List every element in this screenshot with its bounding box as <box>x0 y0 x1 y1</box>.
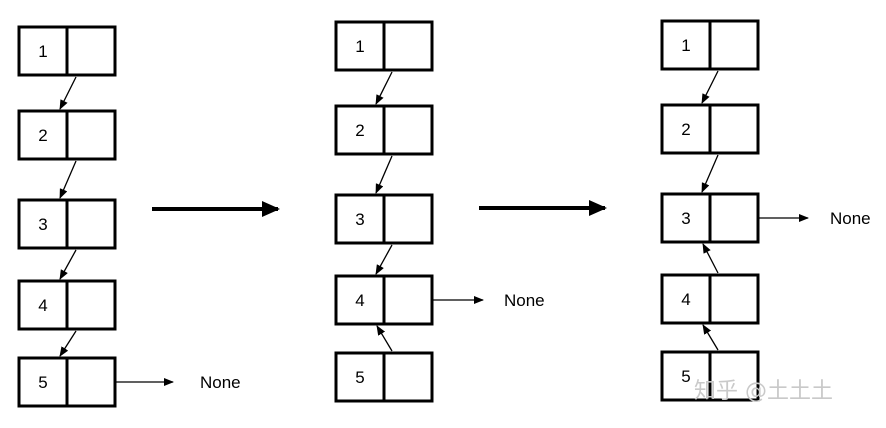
stage1-arrow-1-2 <box>59 76 77 110</box>
stage1-arrow-3-4 <box>59 249 77 280</box>
stage1-node-3: 3 <box>17 198 117 250</box>
stage2-node-3-label: 3 <box>355 210 364 229</box>
stage2-arrow-3-4 <box>375 244 393 275</box>
stage2-node-2-label: 2 <box>355 121 364 140</box>
stage3-node-1-label: 1 <box>681 36 690 55</box>
stage1-node-4: 4 <box>17 279 117 331</box>
stage2-arrow-5-4 <box>376 325 393 352</box>
stage1-node-3-label: 3 <box>38 215 47 234</box>
stage2-node-4-label: 4 <box>355 291 364 310</box>
stage3-none-label: None <box>830 209 871 228</box>
stage3-node-5-label: 5 <box>681 367 690 386</box>
stage2-node-4: 4 <box>334 274 434 326</box>
stage3-node-3-label: 3 <box>681 209 690 228</box>
stage-2: 1 2 3 4 5 None <box>334 20 545 403</box>
stage3-arrow-2-3 <box>701 154 719 193</box>
stage3-node-5: 5 <box>660 350 760 402</box>
stage2-arrow-2-3 <box>375 155 393 194</box>
stage3-node-1: 1 <box>660 19 760 71</box>
stage3-arrow-1-2 <box>701 70 719 104</box>
stage3-node-4: 4 <box>660 273 760 325</box>
stage1-node-1: 1 <box>17 25 117 77</box>
stage1-node-2-label: 2 <box>38 126 47 145</box>
stage-3: 1 2 3 4 5 None <box>660 19 871 402</box>
stage1-arrow-2-3 <box>59 160 77 199</box>
stage1-node-2: 2 <box>17 109 117 161</box>
stage2-node-2: 2 <box>334 104 434 156</box>
watermark: 知乎 @土土土 <box>694 379 833 404</box>
stage3-arrow-4-3 <box>702 243 719 274</box>
stage1-arrow-4-5 <box>59 330 77 357</box>
stage2-none-label: None <box>504 291 545 310</box>
stage1-node-4-label: 4 <box>38 296 47 315</box>
stage2-arrow-1-2 <box>375 71 393 105</box>
stage2-node-3: 3 <box>334 193 434 245</box>
stage3-node-4-label: 4 <box>681 290 690 309</box>
stage3-arrow-5-4 <box>702 324 719 351</box>
stage1-node-1-label: 1 <box>38 42 47 61</box>
stage1-node-5: 5 <box>17 356 117 408</box>
stage1-none-label: None <box>200 373 241 392</box>
stage2-node-5-label: 5 <box>355 368 364 387</box>
stage3-node-2: 2 <box>660 103 760 155</box>
stage2-node-1-label: 1 <box>355 37 364 56</box>
stage-1: 1 2 3 4 5 None <box>17 25 241 408</box>
stage2-node-5: 5 <box>334 351 434 403</box>
stage1-node-5-label: 5 <box>38 373 47 392</box>
stage3-node-3: 3 <box>660 192 760 244</box>
stage2-node-1: 1 <box>334 20 434 72</box>
stage3-node-2-label: 2 <box>681 120 690 139</box>
